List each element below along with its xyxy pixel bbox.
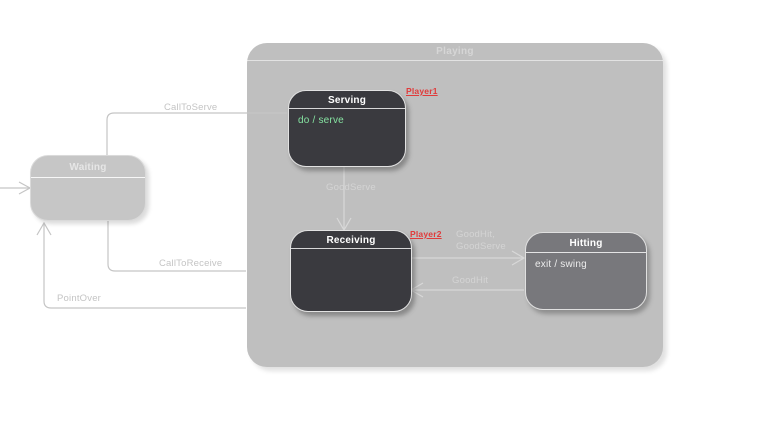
state-playing-title: Playing bbox=[436, 46, 474, 57]
state-playing-separator bbox=[247, 60, 663, 61]
state-serving[interactable]: Serving do / serve bbox=[288, 90, 406, 167]
transition-good-serve-label[interactable]: GoodServe bbox=[326, 182, 376, 193]
state-waiting-body bbox=[31, 178, 145, 184]
state-hitting[interactable]: Hitting exit / swing bbox=[525, 232, 647, 310]
transition-good-hit-serve-label-line2: GoodServe bbox=[456, 241, 506, 252]
state-waiting[interactable]: Waiting bbox=[30, 155, 146, 221]
transition-call-to-receive-line[interactable] bbox=[107, 219, 246, 272]
state-waiting-title: Waiting bbox=[69, 162, 107, 173]
annotation-player2[interactable]: Player2 bbox=[410, 229, 442, 239]
transition-point-over-line[interactable] bbox=[43, 223, 246, 309]
state-serving-separator bbox=[289, 108, 405, 109]
transition-good-hit-serve-label[interactable]: GoodHit, GoodServe bbox=[456, 229, 506, 253]
transition-call-to-serve-line[interactable] bbox=[106, 112, 287, 155]
transition-good-hit-serve-label-line1: GoodHit, bbox=[456, 229, 496, 240]
transition-call-to-receive-label[interactable]: CallToReceive bbox=[159, 258, 223, 269]
state-receiving[interactable]: Receiving bbox=[290, 230, 412, 312]
state-serving-title: Serving bbox=[327, 95, 367, 106]
state-serving-activity: do / serve bbox=[298, 115, 344, 126]
state-receiving-separator bbox=[291, 248, 411, 249]
transition-point-over-label[interactable]: PointOver bbox=[57, 293, 102, 304]
state-waiting-separator bbox=[31, 177, 145, 178]
transition-good-hit-label[interactable]: GoodHit bbox=[452, 275, 489, 286]
transition-good-hit-serve-arrowhead bbox=[511, 250, 526, 266]
annotation-player1[interactable]: Player1 bbox=[406, 86, 438, 96]
state-hitting-title: Hitting bbox=[569, 238, 603, 249]
state-hitting-activity: exit / swing bbox=[535, 259, 587, 270]
transition-point-over-arrowhead bbox=[36, 221, 52, 236]
transition-call-to-serve-label[interactable]: CallToServe bbox=[164, 102, 218, 113]
state-hitting-separator bbox=[526, 252, 646, 253]
state-receiving-title: Receiving bbox=[326, 235, 376, 246]
state-receiving-body bbox=[291, 249, 411, 255]
